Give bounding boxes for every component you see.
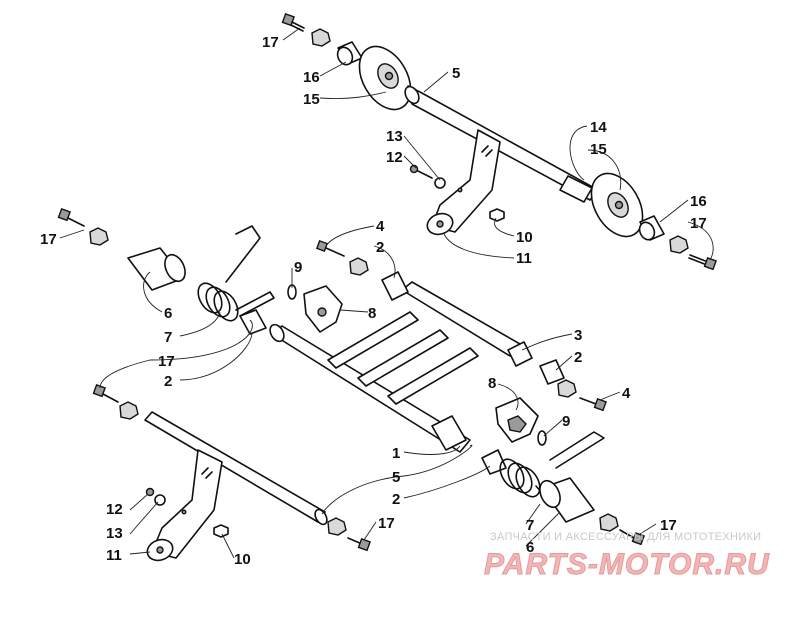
bolt-12-top bbox=[415, 169, 433, 179]
bushing-16-right bbox=[638, 215, 665, 241]
watermark-tagline: ЗАПЧАСТИ И АКСЕССУАРЫ ДЛЯ МОТОТЕХНИКИ bbox=[490, 531, 761, 543]
callout-10: 10 bbox=[234, 551, 251, 568]
callout-12: 12 bbox=[386, 149, 403, 166]
block-8-lower bbox=[495, 397, 539, 443]
callout-8: 8 bbox=[488, 375, 496, 392]
bushing-16-top bbox=[336, 41, 363, 66]
callout-4: 4 bbox=[622, 385, 631, 402]
nut-10-top bbox=[489, 208, 505, 222]
lock-nut-right-lower bbox=[599, 513, 619, 532]
callout-12: 12 bbox=[106, 501, 123, 518]
callout-13: 13 bbox=[386, 128, 403, 145]
center-frame-assembly bbox=[57, 207, 619, 532]
callout-9: 9 bbox=[562, 413, 570, 430]
lock-nut-top bbox=[311, 28, 331, 47]
callout-2: 2 bbox=[376, 239, 384, 256]
roller-6-right bbox=[539, 477, 595, 523]
callout-10: 10 bbox=[516, 229, 533, 246]
callout-16: 16 bbox=[303, 69, 320, 86]
bolt-17-lower-mid bbox=[347, 537, 371, 552]
callout-14: 14 bbox=[590, 119, 607, 136]
callout-11: 11 bbox=[516, 250, 532, 267]
bolt-17-top bbox=[281, 12, 305, 32]
bolt-17-lower-left bbox=[92, 383, 119, 403]
idler-wheel-15-right bbox=[590, 172, 644, 238]
callout-7: 7 bbox=[164, 329, 172, 346]
callout-6: 6 bbox=[526, 539, 534, 556]
ring-9-lower bbox=[537, 430, 547, 446]
callout-5: 5 bbox=[392, 469, 400, 486]
callout-11: 11 bbox=[106, 547, 122, 564]
callout-17: 17 bbox=[158, 353, 175, 370]
callout-15: 15 bbox=[303, 91, 320, 108]
idler-wheel-15-top bbox=[358, 45, 412, 111]
callout-6: 6 bbox=[164, 305, 172, 322]
washer-13-top bbox=[434, 177, 446, 189]
callout-17: 17 bbox=[660, 517, 677, 534]
bolt-17-lower-right bbox=[619, 529, 645, 546]
block-8-upper bbox=[303, 285, 343, 333]
lower-arm-assembly bbox=[92, 383, 645, 562]
callout-16: 16 bbox=[690, 193, 707, 210]
callout-2: 2 bbox=[574, 349, 582, 366]
callout-3: 3 bbox=[574, 327, 582, 344]
callout-1: 1 bbox=[392, 445, 400, 462]
torsion-spring-7-left bbox=[197, 225, 275, 322]
roller-6-left bbox=[127, 247, 186, 291]
callout-7: 7 bbox=[526, 517, 534, 534]
callout-2: 2 bbox=[392, 491, 400, 508]
callout-9: 9 bbox=[294, 259, 302, 276]
swing-arm-11-top bbox=[426, 129, 501, 236]
bolt-4-lower bbox=[557, 379, 607, 412]
watermark-logo: PARTS-MOTOR.RU bbox=[484, 548, 770, 581]
lock-nut-right bbox=[669, 235, 689, 254]
lock-nut-left bbox=[89, 227, 109, 246]
callout-17: 17 bbox=[690, 215, 707, 232]
callout-labels: 17 16 15 5 13 12 14 15 16 17 10 11 17 4 … bbox=[40, 34, 707, 568]
callout-5: 5 bbox=[452, 65, 460, 82]
watermark: ЗАПЧАСТИ И АКСЕССУАРЫ ДЛЯ МОТОТЕХНИКИ PA… bbox=[484, 531, 770, 582]
shaft-5-top bbox=[404, 85, 599, 203]
callout-17: 17 bbox=[40, 231, 57, 248]
callout-17: 17 bbox=[378, 515, 395, 532]
torsion-spring-7-right bbox=[499, 431, 605, 501]
callout-2: 2 bbox=[164, 373, 172, 390]
callout-13: 13 bbox=[106, 525, 123, 542]
callout-4: 4 bbox=[376, 218, 385, 235]
callout-8: 8 bbox=[368, 305, 376, 322]
leader-lines bbox=[59, 27, 714, 559]
callout-15: 15 bbox=[590, 141, 607, 158]
upper-arm-assembly bbox=[281, 12, 717, 271]
callout-17: 17 bbox=[262, 34, 279, 51]
bolt-4-upper bbox=[315, 239, 369, 276]
bolt-17-left bbox=[57, 207, 85, 227]
bolt-17-right bbox=[688, 254, 717, 271]
